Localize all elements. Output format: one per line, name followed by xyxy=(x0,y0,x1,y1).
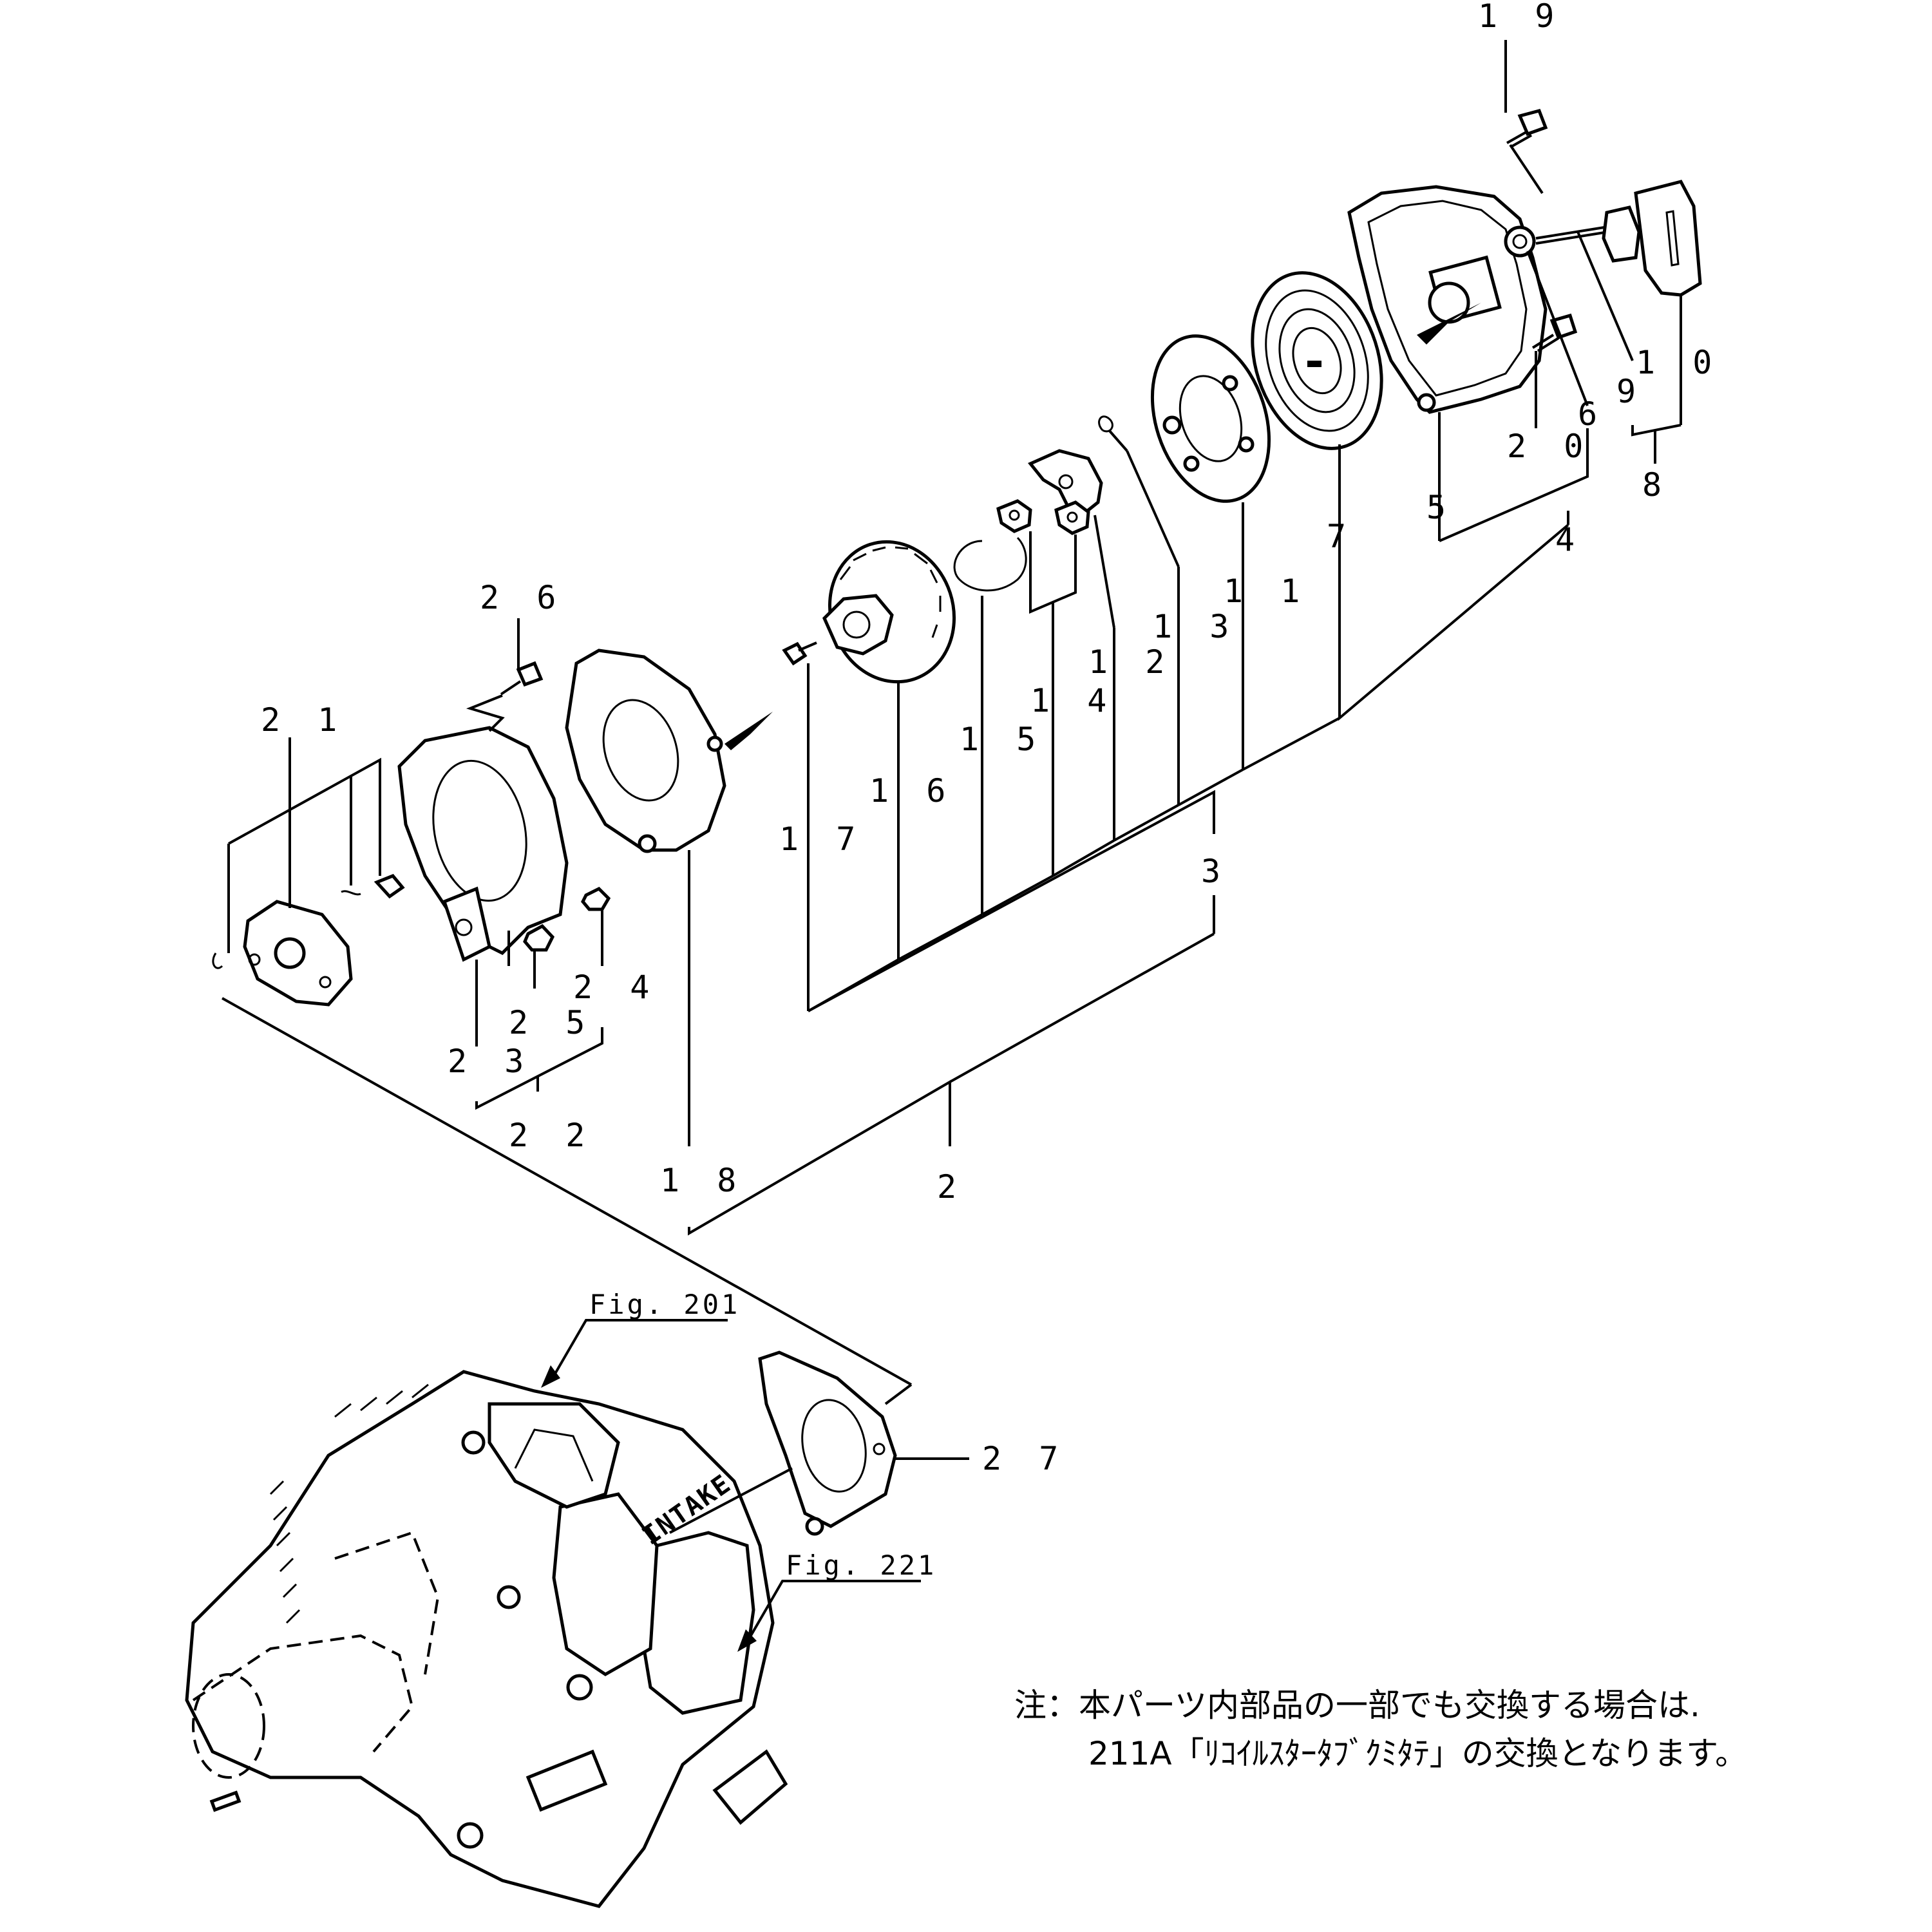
engine-assembly xyxy=(185,1370,788,1908)
label-10: 1 0 xyxy=(1636,344,1721,381)
note-line-1: 注：本パーツ内部品の一部でも交換する場合は. xyxy=(1014,1687,1700,1724)
label-8: 8 xyxy=(1642,466,1671,504)
note-line-2: 211A「ﾘｺｲﾙｽﾀｰﾀﾌﾞｸﾐﾀﾃ」の交換となります。 xyxy=(1088,1735,1747,1772)
part-10-handle xyxy=(1602,180,1702,297)
label-25: 2 5 xyxy=(509,1004,594,1041)
label-21: 2 1 xyxy=(261,701,346,739)
label-23: 2 3 xyxy=(448,1043,533,1080)
label-12: 1 2 xyxy=(1088,643,1173,681)
label-17: 1 7 xyxy=(779,820,864,858)
label-15: 1 5 xyxy=(960,721,1045,758)
part-19-bolt xyxy=(1506,109,1548,147)
label-11: 1 1 xyxy=(1224,573,1309,610)
part-15-snap-ring xyxy=(953,536,1027,592)
leader-lines xyxy=(222,40,1682,1652)
part-18-cover xyxy=(565,649,773,853)
part-26-bolt xyxy=(500,661,544,696)
label-27: 2 7 xyxy=(982,1440,1067,1477)
label-14: 1 4 xyxy=(1030,682,1115,719)
fig-201-ref: Fig. 201 xyxy=(589,1289,740,1320)
part-5-starter-case xyxy=(1347,185,1548,414)
part-16-pulley xyxy=(822,540,956,684)
label-7: 7 xyxy=(1327,518,1355,555)
part-7-spiral-spring xyxy=(1251,271,1383,450)
label-24: 2 4 xyxy=(573,969,658,1006)
fig-221-ref: Fig. 221 xyxy=(786,1549,936,1581)
label-22: 2 2 xyxy=(509,1117,594,1154)
part-21-component xyxy=(212,874,405,1007)
label-5: 5 xyxy=(1426,489,1455,526)
part-25-nut xyxy=(523,923,555,952)
label-13: 1 3 xyxy=(1153,608,1238,645)
label-18: 1 8 xyxy=(660,1162,745,1199)
label-26: 2 6 xyxy=(480,579,565,616)
label-4: 4 xyxy=(1555,521,1584,558)
label-9: 9 xyxy=(1616,373,1645,410)
label-19: 1 9 xyxy=(1478,0,1563,35)
part-14-ratchets xyxy=(996,499,1090,535)
label-3: 3 xyxy=(1201,853,1229,890)
part-23-housing xyxy=(397,726,569,962)
part-11-reel xyxy=(1150,334,1271,503)
part-17-screw xyxy=(782,641,817,666)
label-16: 1 6 xyxy=(869,772,954,810)
label-20: 2 0 xyxy=(1507,428,1592,465)
part-12-ratchet-plate xyxy=(1028,449,1103,517)
part-13-spring xyxy=(1098,415,1128,452)
part-27-plate xyxy=(758,1350,897,1536)
label-6: 6 xyxy=(1578,395,1606,433)
label-2: 2 xyxy=(937,1168,965,1206)
part-24-nut xyxy=(581,886,611,911)
part-6-bushing xyxy=(1504,225,1536,258)
